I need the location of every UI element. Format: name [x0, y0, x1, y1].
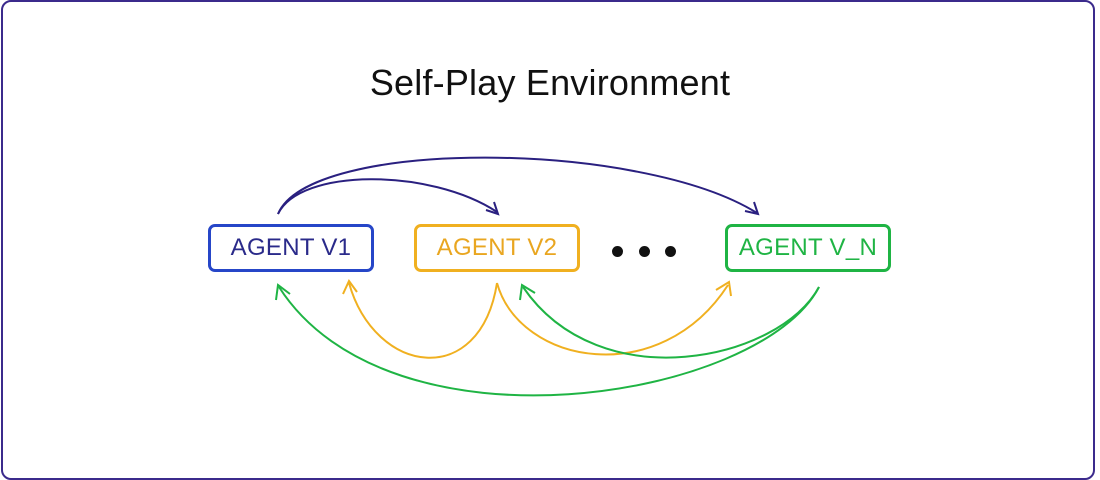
arrowhead-v2-to-vn	[715, 280, 732, 297]
agent-vn-node: AGENT V_N	[725, 224, 891, 272]
ellipsis-dots	[612, 244, 676, 258]
connection-arrows	[275, 156, 820, 397]
agent-vn-label: AGENT V_N	[738, 234, 878, 261]
arrowhead-v1-to-v2	[485, 201, 500, 216]
arrowhead-vn-to-v1	[275, 283, 291, 301]
arrowhead-v2-to-v1	[342, 279, 358, 295]
ellipsis-dot	[638, 245, 650, 257]
agent-v1-node: AGENT V1	[208, 224, 374, 272]
arrowhead-v1-to-vn	[744, 201, 760, 216]
arrow-v2-to-v1	[348, 282, 498, 359]
arrow-vn-to-v2	[522, 286, 820, 359]
ellipsis-dot	[665, 245, 676, 257]
agent-v2-label: AGENT V2	[436, 234, 558, 261]
agent-v2-node: AGENT V2	[414, 224, 580, 272]
agent-v1-label: AGENT V1	[230, 234, 352, 261]
arrow-v1-to-vn	[277, 156, 758, 215]
ellipsis-dot	[612, 245, 623, 257]
arrow-v2-to-vn	[496, 282, 729, 356]
arrow-vn-to-v1	[278, 286, 820, 397]
diagram-title: Self-Play Environment	[369, 62, 731, 103]
arrowhead-vn-to-v2	[519, 283, 536, 301]
arrow-v1-to-v2	[277, 178, 498, 215]
